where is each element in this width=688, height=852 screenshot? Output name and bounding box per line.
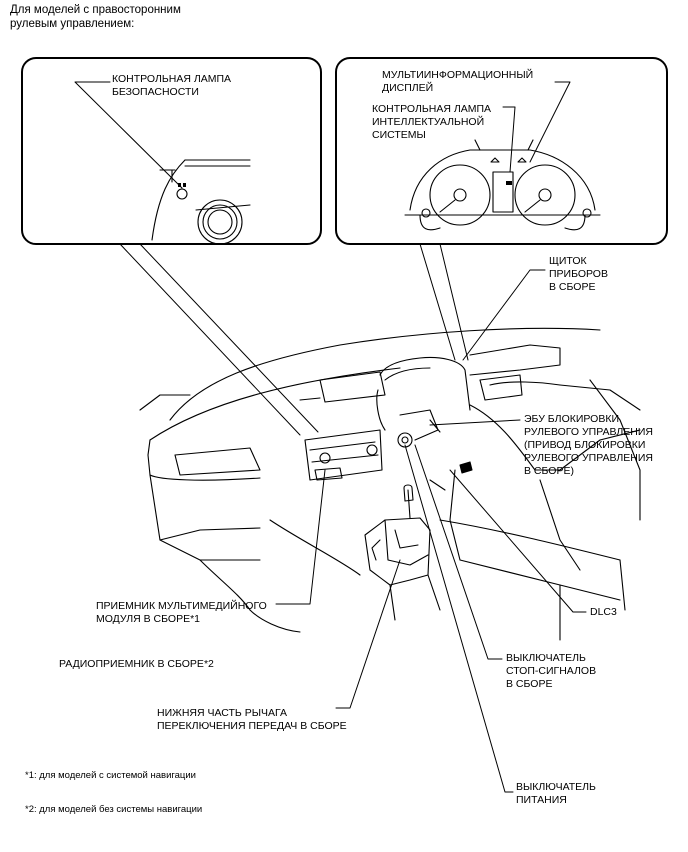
steering-lock-ecu-label: ЭБУ БЛОКИРОВКИ РУЛЕВОГО УПРАВЛЕНИЯ (ПРИВ…	[524, 413, 654, 477]
power-switch-label: ВЫКЛЮЧАТЕЛЬ ПИТАНИЯ	[516, 781, 596, 806]
multimedia-receiver-label: ПРИЕМНИК МУЛЬТИМЕДИЙНОГО МОДУЛЯ В СБОРЕ*…	[96, 600, 267, 625]
footnote-1: *1: для моделей с системой навигации	[25, 770, 196, 781]
stop-light-switch-label: ВЫКЛЮЧАТЕЛЬ СТОП-СИГНАЛОВ В СБОРЕ	[506, 652, 597, 690]
shift-lever-label: НИЖНЯЯ ЧАСТЬ РЫЧАГА ПЕРЕКЛЮЧЕНИЯ ПЕРЕДАЧ…	[157, 707, 347, 732]
dlc3-label: DLC3	[590, 606, 617, 618]
radio-receiver-label: РАДИОПРИЕМНИК В СБОРЕ*2	[59, 658, 214, 670]
security-lamp-label: КОНТРОЛЬНАЯ ЛАМПА БЕЗОПАСНОСТИ	[112, 73, 232, 98]
footnote-2: *2: для моделей без системы навигации	[25, 804, 203, 815]
combination-meter-label: ЩИТОК ПРИБОРОВ В СБОРЕ	[549, 255, 608, 293]
security-lamp-callout	[21, 57, 322, 245]
meter-callout	[335, 57, 668, 245]
dashboard-drawing	[139, 327, 641, 641]
leader-lines	[74, 81, 587, 793]
page-header: Для моделей с правосторонним рулевым упр…	[10, 4, 181, 30]
smart-lamp-label: КОНТРОЛЬНАЯ ЛАМПА ИНТЕЛЛЕКТУАЛЬНОЙ СИСТЕ…	[372, 103, 492, 141]
multi-display-label: МУЛЬТИИНФОРМАЦИОННЫЙ ДИСПЛЕЙ	[382, 69, 534, 94]
